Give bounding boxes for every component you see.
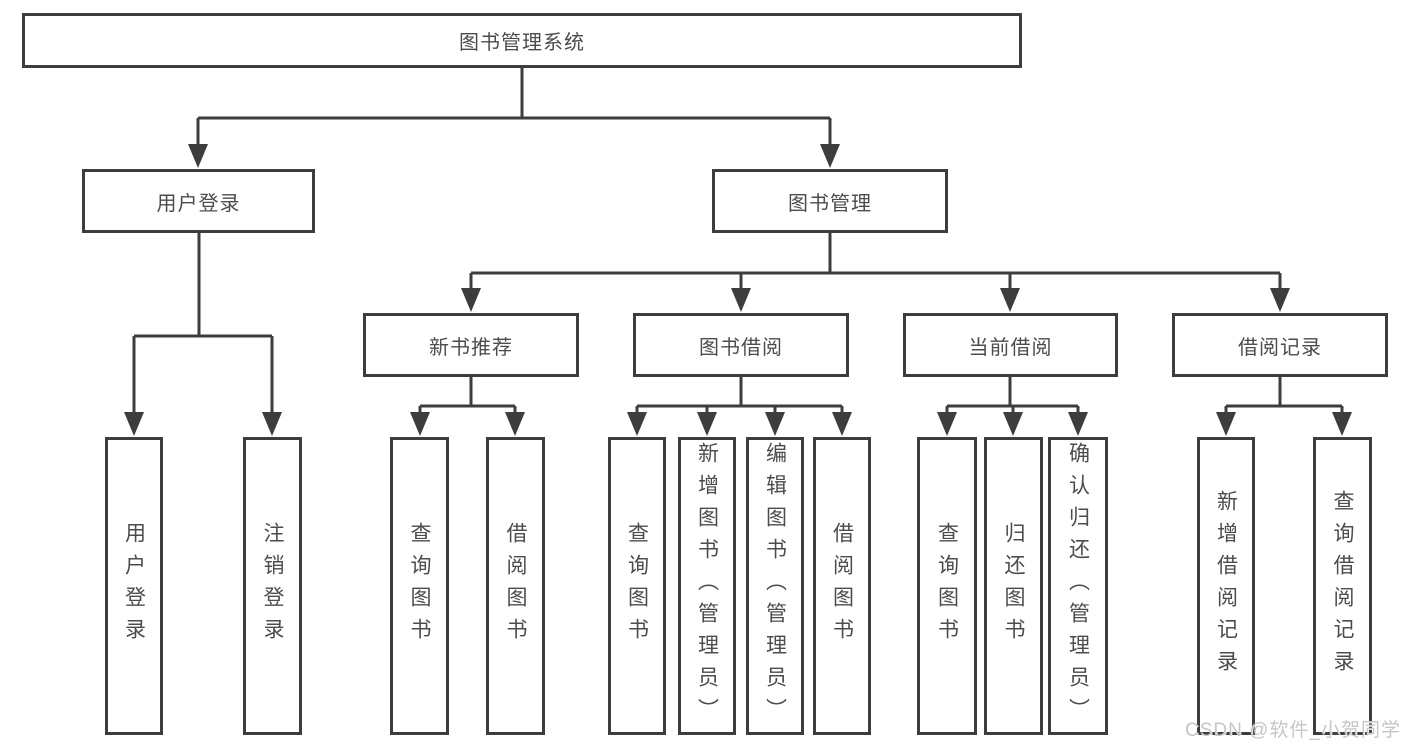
node-label: 确认归还（管理员） [1066,442,1090,730]
leaf-user-login: 用户登录 [105,437,163,735]
edge-borrow-records-branch [1216,377,1352,436]
node-label: 查询借阅记录 [1331,490,1354,682]
node-label: 查询图书 [408,522,431,650]
edge-user-login-branch [124,233,282,436]
edge-new-books-branch [410,377,525,436]
edge-book-mgmt-branch [461,233,1290,312]
node-label: 用户登录 [156,192,241,215]
node-borrowing-records: 借阅记录 [1172,313,1388,377]
node-label: 归还图书 [1002,522,1025,650]
node-user-login: 用户登录 [82,169,315,233]
node-label: 注销登录 [261,522,284,650]
node-book-borrowing: 图书借阅 [633,313,849,377]
edge-root-branch [188,68,840,168]
leaf-confirm-return-admin: 确认归还（管理员） [1048,437,1108,735]
node-label: 借阅图书 [830,522,854,650]
leaf-borrow-books-newbooks: 借阅图书 [486,437,545,735]
leaf-query-books-borrowing: 查询图书 [608,437,666,735]
node-label: 图书借阅 [699,336,783,359]
node-label: 用户登录 [122,522,146,650]
leaf-query-borrow-record: 查询借阅记录 [1313,437,1372,735]
node-label: 新书推荐 [429,336,513,359]
node-label: 借阅图书 [504,522,527,650]
edge-current-borrow-branch [937,377,1088,436]
node-label: 编辑图书（管理员） [763,442,787,730]
node-label: 图书管理系统 [459,32,585,54]
node-label: 新增借阅记录 [1214,490,1238,682]
node-library-system: 图书管理系统 [22,13,1022,68]
leaf-query-books-newbooks: 查询图书 [390,437,449,735]
node-label: 查询图书 [935,522,959,650]
leaf-query-books-current: 查询图书 [917,437,977,735]
node-new-book-recommend: 新书推荐 [363,313,579,377]
leaf-add-borrow-record: 新增借阅记录 [1197,437,1255,735]
node-book-management: 图书管理 [712,169,948,233]
node-current-borrowing: 当前借阅 [903,313,1118,377]
leaf-edit-books-admin: 编辑图书（管理员） [746,437,804,735]
leaf-logout: 注销登录 [243,437,302,735]
node-label: 新增图书（管理员） [695,442,719,730]
csdn-watermark: CSDN @软件_小贺同学 [1185,720,1401,741]
leaf-add-books-admin: 新增图书（管理员） [678,437,736,735]
node-label: 图书管理 [788,192,872,215]
leaf-return-books: 归还图书 [984,437,1043,735]
leaf-borrow-books-borrowing: 借阅图书 [813,437,871,735]
node-label: 当前借阅 [968,336,1053,359]
node-label: 查询图书 [625,522,649,650]
edge-book-borrow-branch [627,377,852,436]
node-label: 借阅记录 [1238,336,1322,359]
